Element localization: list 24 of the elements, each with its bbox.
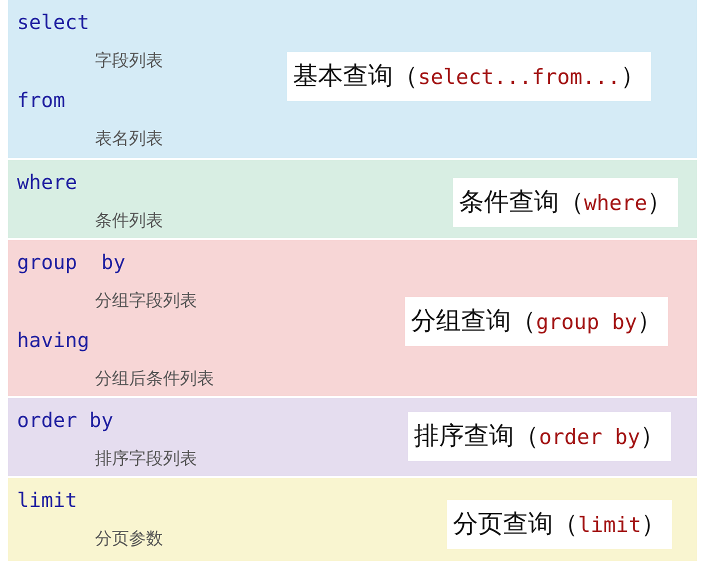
query-section-band	[8, 398, 697, 478]
keyword-text: group by	[17, 250, 126, 274]
description-text: 排序字段列表	[95, 448, 197, 471]
query-section-band	[8, 478, 697, 563]
query-type-label: 分页查询（limit）	[447, 500, 672, 549]
query-type-label: 基本查询（select...from...）	[287, 52, 652, 101]
description-text: 分页参数	[95, 528, 163, 551]
query-type-label: 分组查询（group by）	[405, 297, 668, 346]
description-text: 分组字段列表	[95, 290, 197, 313]
keyword-text: limit	[17, 488, 78, 512]
keyword-text: from	[17, 88, 66, 112]
query-section-band	[8, 160, 697, 240]
query-type-label: 排序查询（order by）	[408, 412, 672, 461]
query-section-band	[8, 0, 697, 160]
query-type-label: 条件查询（where）	[453, 178, 678, 227]
keyword-text: order by	[17, 408, 114, 432]
keyword-text: select	[17, 10, 90, 34]
query-section-band	[8, 240, 697, 398]
keyword-text: where	[17, 170, 78, 194]
description-text: 表名列表	[95, 128, 163, 151]
description-text: 字段列表	[95, 50, 163, 73]
keyword-text: having	[17, 328, 90, 352]
description-text: 条件列表	[95, 210, 163, 233]
description-text: 分组后条件列表	[95, 368, 214, 391]
